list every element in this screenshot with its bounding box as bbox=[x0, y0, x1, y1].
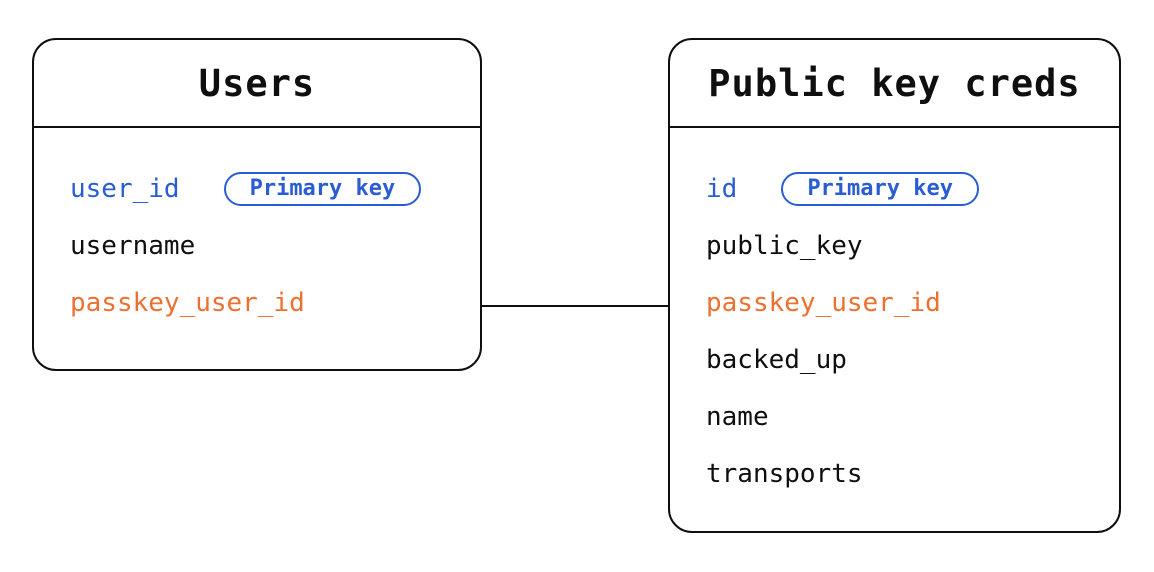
field-name: passkey_user_id bbox=[706, 287, 941, 318]
relationship-line bbox=[482, 305, 668, 307]
field-name: passkey_user_id bbox=[70, 287, 305, 318]
field-name: username bbox=[70, 230, 196, 261]
field-row: passkey_user_id bbox=[706, 274, 1119, 331]
field-name: backed_up bbox=[706, 344, 847, 375]
field-row: username bbox=[70, 217, 480, 274]
table-public-key-creds: Public key creds id Primary key public_k… bbox=[668, 38, 1121, 533]
field-row: user_id Primary key bbox=[70, 160, 480, 217]
primary-key-badge: Primary key bbox=[781, 171, 980, 206]
field-name: transports bbox=[706, 458, 863, 489]
field-name: user_id bbox=[70, 173, 180, 204]
field-name: id bbox=[706, 173, 738, 204]
field-name: name bbox=[706, 401, 769, 432]
table-title: Public key creds bbox=[708, 61, 1081, 105]
field-row: passkey_user_id bbox=[70, 274, 480, 331]
table-public-key-creds-header: Public key creds bbox=[670, 40, 1119, 128]
table-users: Users user_id Primary key username passk… bbox=[32, 38, 482, 371]
table-public-key-creds-body: id Primary key public_key passkey_user_i… bbox=[670, 128, 1119, 502]
field-row: transports bbox=[706, 445, 1119, 502]
table-title: Users bbox=[198, 61, 316, 105]
primary-key-badge: Primary key bbox=[223, 171, 422, 206]
field-row: backed_up bbox=[706, 331, 1119, 388]
field-name: public_key bbox=[706, 230, 863, 261]
table-users-header: Users bbox=[34, 40, 480, 128]
table-users-body: user_id Primary key username passkey_use… bbox=[34, 128, 480, 331]
field-row: id Primary key bbox=[706, 160, 1119, 217]
field-row: name bbox=[706, 388, 1119, 445]
field-row: public_key bbox=[706, 217, 1119, 274]
